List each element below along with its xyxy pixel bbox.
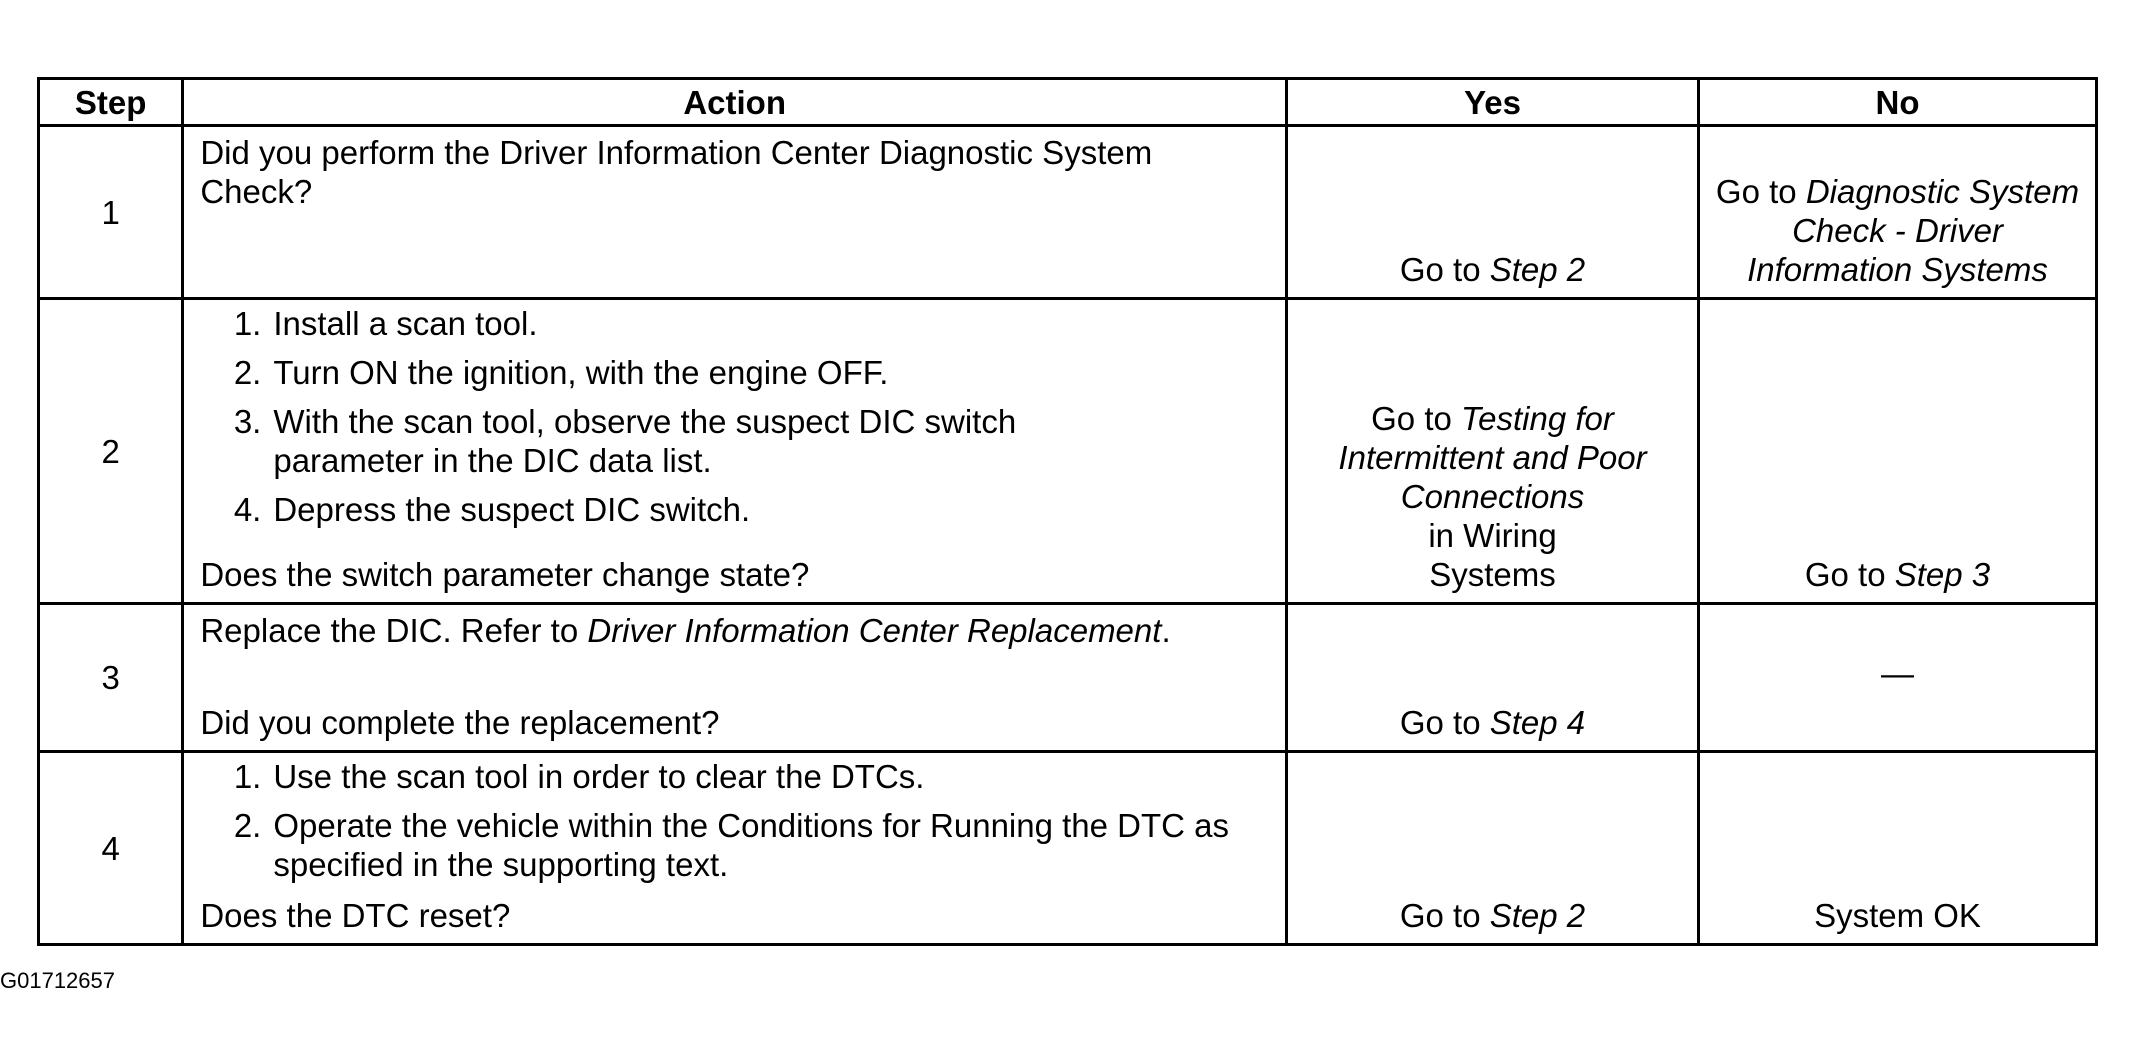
- action-prefix: Replace the DIC. Refer to: [200, 612, 588, 649]
- yes-link[interactable]: Step 2: [1489, 897, 1586, 934]
- action-cell: 1. Install a scan tool. 2. Turn ON the ign…: [181, 297, 1289, 605]
- substep-list: 1. Install a scan tool. 2. Turn ON the ign…: [200, 304, 1275, 529]
- table-row: 3 Replace the DIC. Refer to Driver Infor…: [36, 602, 2098, 753]
- question-text: Does the DTC reset?: [200, 897, 511, 934]
- yes-cell: Go to Step 2: [1285, 750, 1701, 946]
- yes-cell: Go to Testing for Intermittent and Poor …: [1285, 297, 1701, 605]
- substep-number: 2.: [233, 354, 262, 391]
- no-link[interactable]: Step 3: [1894, 556, 1991, 593]
- list-item: 1. Install a scan tool.: [220, 304, 1275, 343]
- action-suffix: .: [1161, 612, 1171, 649]
- substep-text: With the scan tool, observe the suspect …: [273, 403, 1017, 479]
- substep-text: Depress the suspect DIC switch.: [273, 491, 751, 528]
- substep-number: 1.: [233, 758, 262, 795]
- yes-link[interactable]: Step 4: [1489, 704, 1586, 741]
- list-item: 2. Operate the vehicle within the Conditi…: [220, 806, 1275, 884]
- step-number: 4: [36, 750, 185, 946]
- list-item: 3. With the scan tool, observe the suspec…: [220, 402, 1275, 480]
- action-text: Replace the DIC. Refer to Driver Informa…: [200, 605, 1275, 650]
- yes-cell: Go to Step 4: [1285, 602, 1701, 753]
- step-number: 3: [36, 602, 185, 753]
- yes-link[interactable]: Testing for Intermittent and Poor Connec…: [1338, 400, 1647, 515]
- step-number: 2: [36, 297, 185, 605]
- yes-prefix: Go to: [1399, 897, 1490, 934]
- action-link[interactable]: Driver Information Center Replacement: [587, 612, 1162, 649]
- header-step: Step: [36, 77, 185, 127]
- substep-text: Use the scan tool in order to clear the …: [273, 758, 925, 795]
- substep-text: Install a scan tool.: [273, 305, 538, 342]
- substep-number: 2.: [233, 807, 262, 844]
- substep-text: Turn ON the ignition, with the engine OF…: [273, 354, 889, 391]
- header-no: No: [1697, 77, 2098, 127]
- substep-number: 4.: [233, 491, 262, 528]
- table-row: 2 1. Install a scan tool. 2. Turn ON the i…: [36, 297, 2098, 605]
- yes-link[interactable]: Step 2: [1489, 251, 1586, 288]
- table-row: 4 1. Use the scan tool in order to clear …: [36, 750, 2098, 946]
- yes-suffix: in Wiring Systems: [1428, 517, 1557, 593]
- header-row: Step Action Yes No: [36, 77, 2098, 127]
- no-cell: —: [1697, 602, 2098, 753]
- substep-number: 1.: [233, 305, 262, 342]
- no-link[interactable]: Diagnostic System Check - Driver Informa…: [1747, 173, 2080, 288]
- substep-list: 1. Use the scan tool in order to clear th…: [200, 757, 1275, 884]
- figure-id: G01712657: [0, 968, 115, 993]
- no-cell: Go to Diagnostic System Check - Driver I…: [1697, 124, 2098, 300]
- list-item: 1. Use the scan tool in order to clear th…: [220, 757, 1275, 796]
- table-row: 1 Did you perform the Driver Information…: [36, 124, 2098, 300]
- list-item: 2. Turn ON the ignition, with the engine …: [220, 353, 1275, 392]
- action-text: Did you perform the Driver Information C…: [200, 134, 1153, 210]
- no-dash: —: [1881, 655, 1914, 692]
- action-cell: 1. Use the scan tool in order to clear th…: [181, 750, 1289, 946]
- no-prefix: Go to: [1715, 173, 1806, 210]
- no-text: System OK: [1814, 897, 1981, 934]
- substep-number: 3.: [233, 403, 262, 440]
- no-cell: Go to Step 3: [1697, 297, 2098, 605]
- action-cell: Replace the DIC. Refer to Driver Informa…: [181, 602, 1289, 753]
- question-text: Did you complete the replacement?: [200, 704, 720, 741]
- yes-cell: Go to Step 2: [1285, 124, 1701, 300]
- yes-prefix: Go to: [1399, 251, 1490, 288]
- question-text: Does the switch parameter change state?: [200, 556, 810, 593]
- yes-prefix: Go to: [1371, 400, 1462, 437]
- no-prefix: Go to: [1804, 556, 1895, 593]
- diagnostic-table: Step Action Yes No 1 Did you perform the…: [36, 77, 2098, 946]
- yes-prefix: Go to: [1399, 704, 1490, 741]
- list-item: 4. Depress the suspect DIC switch.: [220, 490, 1275, 529]
- step-number: 1: [36, 124, 185, 300]
- action-cell: Did you perform the Driver Information C…: [181, 124, 1289, 300]
- header-yes: Yes: [1285, 77, 1701, 127]
- no-cell: System OK: [1697, 750, 2098, 946]
- substep-text: Operate the vehicle within the Condition…: [273, 807, 1230, 883]
- header-action: Action: [181, 77, 1289, 127]
